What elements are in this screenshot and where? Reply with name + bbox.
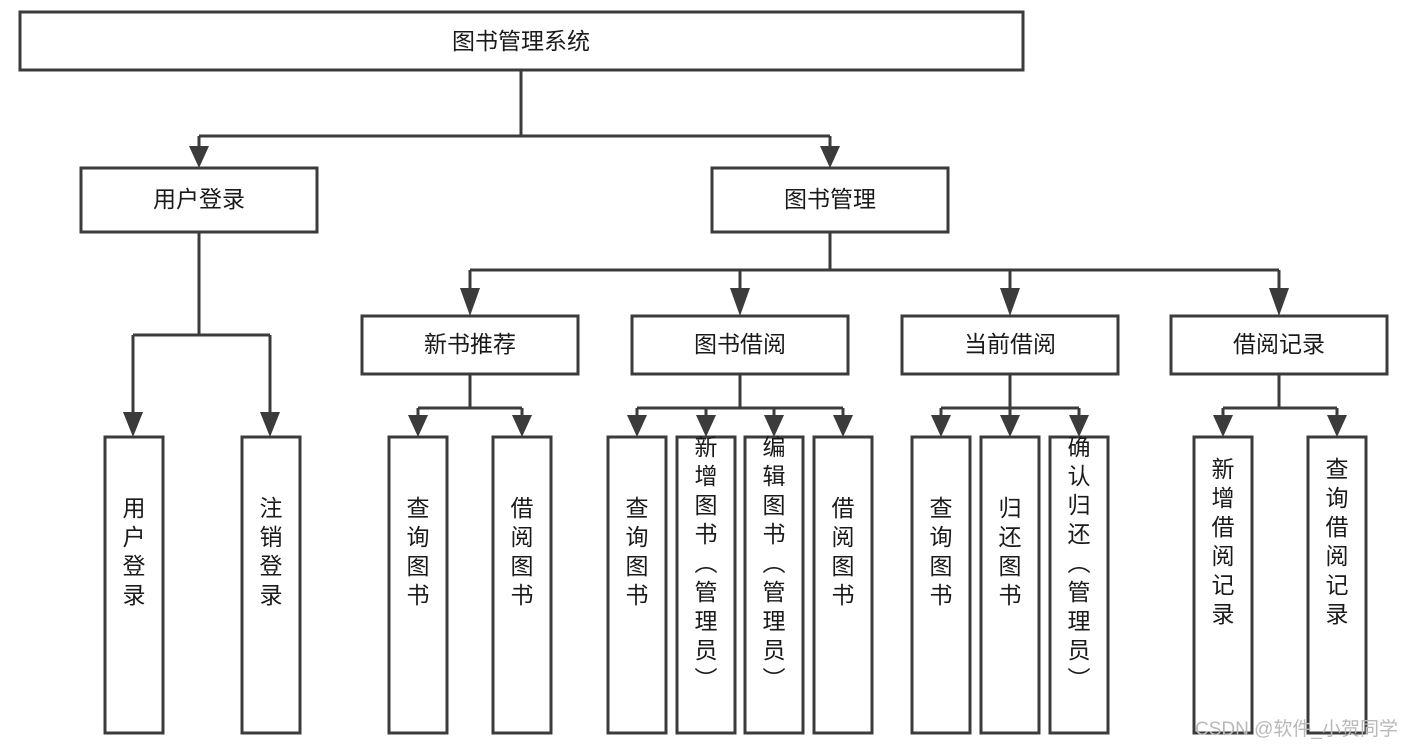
node-leaf-user-login[interactable]: 用户登录 bbox=[103, 435, 165, 735]
node-book-borrow-box[interactable] bbox=[630, 314, 850, 376]
node-leaf-query-book-1-box[interactable] bbox=[387, 435, 449, 735]
node-leaf-confirm-return-label: 确认归还︵管理员︶ bbox=[1068, 434, 1091, 692]
node-user-login[interactable]: 用户登录 bbox=[79, 166, 319, 234]
arrowhead-leaf-query-book-2 bbox=[627, 415, 647, 437]
watermark-text: CSDN @软件_小贺同学 bbox=[1195, 718, 1398, 740]
node-leaf-edit-book[interactable]: 编辑图书︵管理员︶ bbox=[743, 434, 805, 735]
node-leaf-edit-book-box[interactable] bbox=[743, 435, 805, 735]
node-book-manage[interactable]: 图书管理 bbox=[710, 166, 950, 234]
node-leaf-add-book-label: 新增图书︵管理员︶ bbox=[695, 434, 718, 692]
arrowhead-leaf-borrow-book-1 bbox=[512, 415, 532, 437]
node-leaf-query-book-3-box[interactable] bbox=[910, 435, 972, 735]
arrowhead-leaf-query-book-3 bbox=[931, 415, 951, 437]
node-leaf-query-record[interactable]: 查询借阅记录 bbox=[1306, 435, 1368, 735]
arrowhead-new-book-rec bbox=[460, 288, 480, 316]
arrowhead-book-borrow bbox=[730, 288, 750, 316]
node-user-login-label: 用户登录 bbox=[153, 186, 245, 212]
node-book-manage-label: 图书管理 bbox=[784, 186, 876, 212]
node-leaf-borrow-book-2-label: 借阅图书 bbox=[832, 495, 855, 608]
node-leaf-query-book-2-label: 查询图书 bbox=[626, 495, 649, 608]
node-leaf-borrow-book-1-box[interactable] bbox=[491, 435, 553, 735]
node-leaf-query-record-label: 查询借阅记录 bbox=[1326, 456, 1349, 627]
connector-layer bbox=[123, 70, 1347, 437]
node-leaf-logout-login[interactable]: 注销登录 bbox=[240, 435, 302, 735]
arrowhead-leaf-query-book-1 bbox=[408, 415, 428, 437]
node-new-book-rec-box[interactable] bbox=[360, 314, 580, 376]
node-leaf-confirm-return-box[interactable] bbox=[1048, 435, 1110, 735]
arrowhead-borrow-record bbox=[1269, 288, 1289, 316]
node-leaf-edit-book-label: 编辑图书︵管理员︶ bbox=[763, 434, 786, 692]
node-leaf-user-login-box[interactable] bbox=[103, 435, 165, 735]
arrowhead-book-manage bbox=[820, 146, 840, 168]
node-leaf-query-book-2-box[interactable] bbox=[606, 435, 668, 735]
node-new-book-rec[interactable]: 新书推荐 bbox=[360, 314, 580, 376]
arrowhead-leaf-add-record bbox=[1213, 415, 1233, 437]
node-leaf-query-book-1[interactable]: 查询图书 bbox=[387, 435, 449, 735]
node-leaf-borrow-book-2-box[interactable] bbox=[812, 435, 874, 735]
node-leaf-add-record[interactable]: 新增借阅记录 bbox=[1192, 435, 1254, 735]
arrowhead-leaf-confirm-return bbox=[1069, 415, 1089, 437]
node-book-borrow-label: 图书借阅 bbox=[694, 331, 786, 357]
node-leaf-logout-login-box[interactable] bbox=[240, 435, 302, 735]
node-leaf-return-book-box[interactable] bbox=[979, 435, 1041, 735]
arrowhead-leaf-logout-login bbox=[260, 412, 280, 437]
arrowhead-leaf-add-book bbox=[696, 415, 716, 437]
node-current-borrow-box[interactable] bbox=[900, 314, 1120, 376]
node-leaf-query-record-box[interactable] bbox=[1306, 435, 1368, 735]
node-leaf-query-book-3[interactable]: 查询图书 bbox=[910, 435, 972, 735]
node-book-manage-box[interactable] bbox=[710, 166, 950, 234]
arrowhead-leaf-borrow-book-2 bbox=[833, 415, 853, 437]
arrowhead-leaf-return-book bbox=[1000, 415, 1020, 437]
node-root-label: 图书管理系统 bbox=[452, 28, 590, 54]
node-leaf-logout-login-label: 注销登录 bbox=[260, 495, 283, 608]
node-leaf-add-record-label: 新增借阅记录 bbox=[1212, 456, 1235, 627]
node-borrow-record-label: 借阅记录 bbox=[1233, 331, 1325, 357]
node-current-borrow-label: 当前借阅 bbox=[964, 331, 1056, 357]
node-leaf-confirm-return[interactable]: 确认归还︵管理员︶ bbox=[1048, 434, 1110, 735]
node-leaf-borrow-book-1-label: 借阅图书 bbox=[511, 495, 534, 608]
node-borrow-record-box[interactable] bbox=[1169, 314, 1389, 376]
arrowhead-leaf-query-record bbox=[1327, 415, 1347, 437]
node-leaf-query-book-3-label: 查询图书 bbox=[930, 495, 953, 608]
node-leaf-borrow-book-1[interactable]: 借阅图书 bbox=[491, 435, 553, 735]
node-root-box[interactable] bbox=[18, 10, 1025, 72]
node-new-book-rec-label: 新书推荐 bbox=[424, 331, 516, 357]
node-root[interactable]: 图书管理系统 bbox=[18, 10, 1025, 72]
node-leaf-query-book-2[interactable]: 查询图书 bbox=[606, 435, 668, 735]
node-leaf-borrow-book-2[interactable]: 借阅图书 bbox=[812, 435, 874, 735]
node-leaf-query-book-1-label: 查询图书 bbox=[407, 495, 430, 608]
node-borrow-record[interactable]: 借阅记录 bbox=[1169, 314, 1389, 376]
node-current-borrow[interactable]: 当前借阅 bbox=[900, 314, 1120, 376]
node-leaf-add-record-box[interactable] bbox=[1192, 435, 1254, 735]
node-leaf-return-book-label: 归还图书 bbox=[999, 495, 1022, 608]
node-leaf-user-login-label: 用户登录 bbox=[123, 495, 146, 608]
node-book-borrow[interactable]: 图书借阅 bbox=[630, 314, 850, 376]
node-leaf-return-book[interactable]: 归还图书 bbox=[979, 435, 1041, 735]
arrowhead-leaf-user-login bbox=[123, 412, 143, 437]
node-user-login-box[interactable] bbox=[79, 166, 319, 234]
arrowhead-user-login bbox=[189, 146, 209, 168]
leaf-node-layer: 用户登录 注销登录 查询图书 借阅图书 查询图书 新增图书︵管理员︶ bbox=[103, 434, 1368, 735]
arrowhead-leaf-edit-book bbox=[764, 415, 784, 437]
node-leaf-add-book-box[interactable] bbox=[675, 435, 737, 735]
node-leaf-add-book[interactable]: 新增图书︵管理员︶ bbox=[675, 434, 737, 735]
arrowhead-current-borrow bbox=[1000, 288, 1020, 316]
